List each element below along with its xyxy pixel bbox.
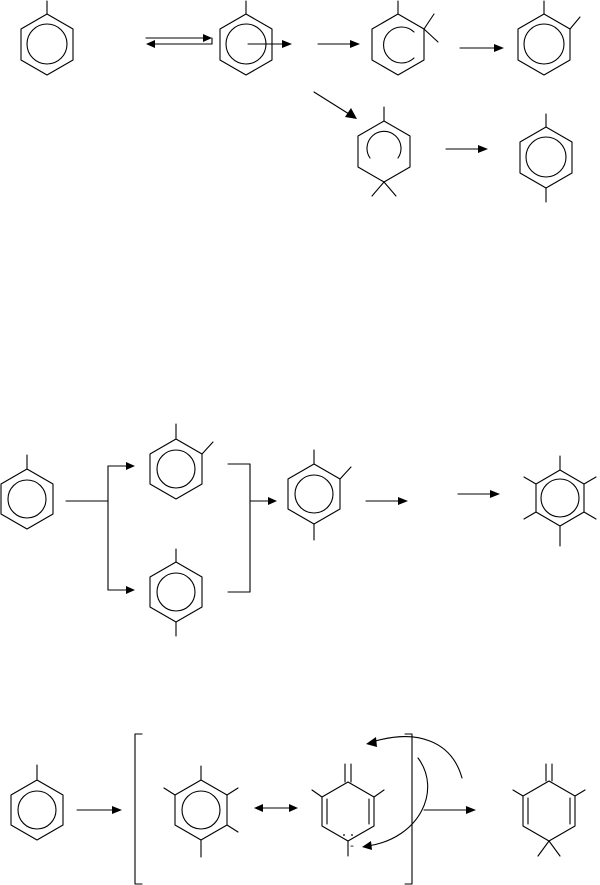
section-3-bottom-scheme: -: [10, 733, 586, 885]
arrow-diagonal: [313, 91, 357, 119]
arrow-1: [247, 40, 292, 48]
methylene-cyclohexadienyl-anion: -: [311, 763, 385, 857]
curved-electron-arrow-top: [366, 736, 463, 779]
lone-pair-dot: [351, 834, 353, 836]
arrow-4: [445, 145, 488, 153]
ortho-xylene: [517, 0, 581, 76]
anion-charge-label: -: [350, 839, 354, 852]
hexamethylbenzene: [523, 455, 597, 547]
pentamethylbenzene: [163, 765, 239, 858]
converging-bracket: [227, 463, 251, 593]
section-2-middle-scheme: [0, 423, 597, 637]
arrow-8: [423, 806, 476, 814]
arrow-to-para: [107, 586, 135, 594]
right-square-bracket: [404, 733, 413, 885]
ortho-arenium-ion: [371, 0, 439, 76]
arrow-2: [317, 40, 360, 48]
branch-lines: [65, 465, 109, 591]
toluene-start-1: [20, 0, 74, 76]
arrow-3: [459, 44, 504, 52]
arrow-6: [457, 490, 500, 498]
resonance-arrow: [254, 804, 298, 812]
toluene-start-2: [0, 454, 54, 530]
lone-pair-dot: [343, 834, 345, 836]
arrow-5: [365, 497, 408, 505]
para-xylene: [519, 113, 573, 203]
para-xylene-2: [149, 548, 203, 637]
toluene-start-3: [10, 764, 64, 841]
ortho-xylene-2: [149, 423, 214, 500]
gem-dimethyl-methylenecyclohexadiene: [512, 763, 586, 857]
arrow-to-ortho: [107, 462, 135, 470]
section-1-top-scheme: [20, 0, 581, 203]
arrow-to-trimethylbenzene: [249, 497, 277, 505]
toluene-intermediate-1: [219, 0, 273, 76]
para-arenium-ion: [357, 106, 411, 197]
left-square-bracket: [134, 733, 143, 885]
equilibrium-arrows: [145, 34, 213, 48]
curved-electron-arrow-bottom: [362, 757, 429, 850]
arrow-7: [76, 806, 122, 814]
trimethylbenzene: [287, 449, 352, 541]
